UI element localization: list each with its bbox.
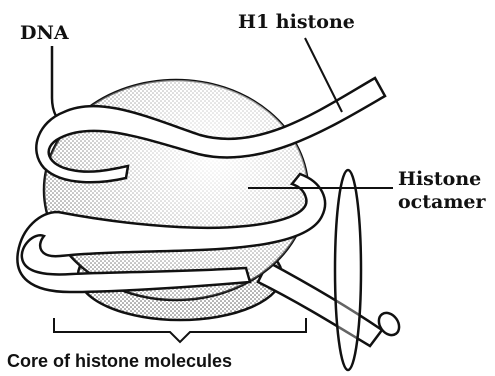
core-label: Core of histone molecules	[7, 352, 232, 370]
dna-label: DNA	[20, 24, 69, 43]
h1-histone-label: H1 histone	[238, 13, 355, 32]
histone-octamer-label: Histone octamer	[398, 168, 486, 214]
core-bracket	[54, 318, 306, 342]
h1-leader-line	[305, 38, 342, 112]
